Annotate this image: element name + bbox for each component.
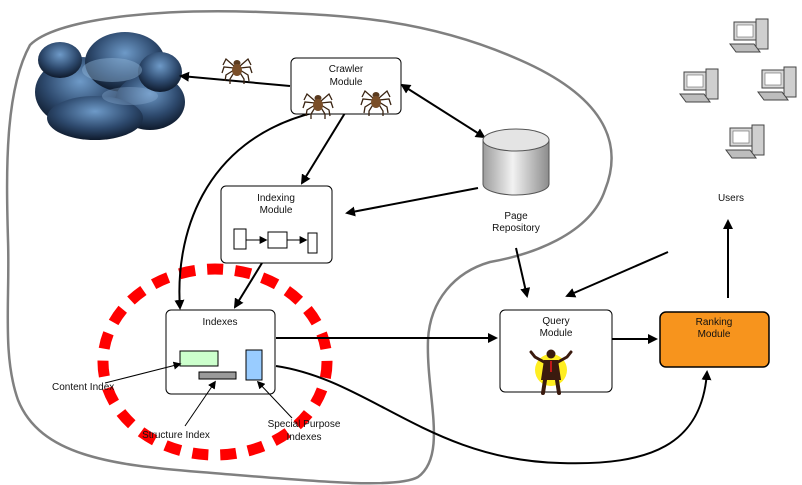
query-module-label-line2: Module [540,328,573,339]
special-purpose-label-line1: Special Purpose [268,419,341,430]
ranking-module-label-line1: Ranking [696,317,733,328]
indexes-to-ranking-edge [275,365,712,465]
user-computer-icon [757,66,797,101]
page-repository-label-line1: Page [504,211,528,222]
user-computer-icon [729,18,769,53]
crawler-module-label-line2: Module [330,77,363,88]
user-computer-icon [679,68,719,103]
crawler-to-indexing-edge [300,112,346,185]
pipeline-flow-icon [233,228,318,254]
content-index-label: Content Index [52,382,114,393]
ranking-module-box [659,311,770,368]
system-boundary [5,9,613,485]
ranking-to-query-edge [565,251,669,298]
user-computer-icon [725,124,765,159]
spider-icon [360,89,392,116]
database-cylinder-icon [482,128,550,196]
special-purpose-label-line2: Indexes [286,432,321,443]
page-repository-label-line2: Repository [492,223,540,234]
crawler-to-web-edge [179,71,291,87]
indexing-module-label-line2: Module [260,205,293,216]
crawler-module-label-line1: Crawler [329,64,364,75]
content-index-pointer [104,361,182,384]
indexing-to-indexes-edge [233,262,263,309]
special-index-block [245,349,263,381]
web-cloud-icon [35,32,185,140]
structure-index-pointer [184,380,216,427]
repository-to-indexing-edge [345,187,479,217]
structure-index-label: Structure Index [142,430,210,441]
crawler-to-indexes-edge [174,111,317,310]
spider-icon [302,92,334,119]
indexing-module-label-line1: Indexing [257,193,295,204]
query-module-label-line1: Query [542,316,569,327]
query-module-box [499,309,613,393]
thinking-person-icon [529,349,573,395]
indexes-label: Indexes [202,317,237,328]
users-label: Users [718,193,744,204]
indexes-highlight-ring [97,263,333,461]
special-index-pointer [256,380,293,419]
structure-index-block [198,371,237,380]
content-index-block [179,350,219,367]
spider-icon [221,57,253,84]
repository-to-query-edge [515,247,531,298]
ranking-module-label-line2: Module [698,329,731,340]
crawler-repository-edge [400,83,486,139]
